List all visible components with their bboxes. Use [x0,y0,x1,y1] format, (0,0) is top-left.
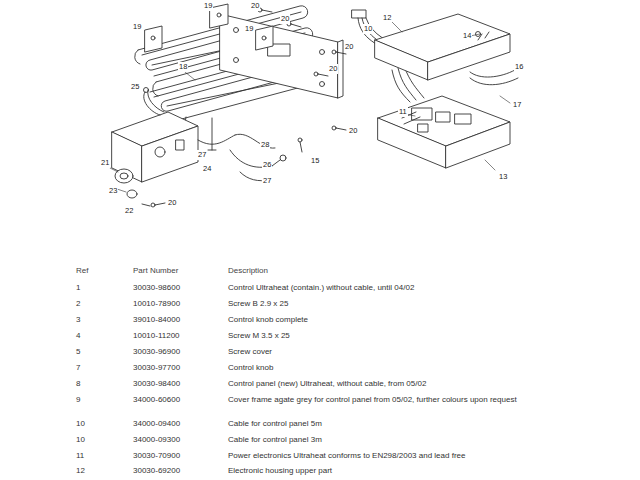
description-cell: Electronic housing upper part [228,466,568,476]
part-number-cell: 30030-97700 [133,363,180,373]
part-number-cell: 30030-98600 [133,283,180,293]
cable [144,88,287,181]
ref-cell: 2 [76,299,80,309]
description-cell: Control knob complete [228,315,568,325]
callout-number: 14 [462,31,472,41]
callout-number: 17 [512,100,522,110]
callout-number: 19 [132,22,142,32]
callout-number: 11 [398,107,408,117]
callout-number: 21 [100,158,110,168]
ref-cell: 12 [76,466,85,476]
description-cell: Control Ultraheat (contain.) without cab… [228,283,568,293]
mounting-bracket [145,4,273,52]
description-cell: Screw cover [228,347,568,357]
ref-cell: 4 [76,331,80,341]
description-cell: Cable for control panel 3m [228,435,568,445]
housing-lower [378,96,510,168]
bracket-plate [220,14,343,98]
ref-cell: 10 [76,419,85,429]
housing-upper [375,14,510,80]
callout-number: 20 [280,14,290,24]
part-number-cell: 39010-84000 [133,315,180,325]
description-cell: Cable for control panel 5m [228,419,568,429]
part-number-cell: 10010-11200 [133,331,180,341]
ref-cell: 10 [76,435,85,445]
ref-cell: 3 [76,315,80,325]
callout-number: 19 [203,1,213,11]
screw [151,8,346,207]
callout-number: 10 [363,24,373,34]
description-cell: Control panel (new) Ultraheat, without c… [228,379,568,389]
table-header: Description [228,266,568,276]
description-cell: Cover frame agate grey for control panel… [228,395,568,405]
callout-number: 19 [244,24,254,34]
part-number-cell: 34000-09300 [133,435,180,445]
callout-number: 20 [328,64,338,74]
description-cell: Screw M 3.5 x 25 [228,331,568,341]
part-number-cell: 34000-60600 [133,395,180,405]
part-number-cell: 30030-96900 [133,347,180,357]
callout-number: 13 [498,172,508,182]
cable [352,10,518,102]
callout-number: 15 [310,156,320,166]
part-number-cell: 30030-69200 [133,466,180,476]
callout-number: 26 [262,160,272,170]
part-number-cell: 30030-98400 [133,379,180,389]
ref-cell: 9 [76,395,80,405]
control-knob [115,169,150,206]
part-number-cell: 30030-70900 [133,451,180,461]
description-cell: Screw B 2.9 x 25 [228,299,568,309]
callout-number: 28 [260,140,270,150]
ref-cell: 8 [76,379,80,389]
table-header: Ref [76,266,88,276]
table-header: Part Number [133,266,178,276]
description-cell: Control knob [228,363,568,373]
callout-number: 27 [262,176,272,186]
part-number-cell: 34000-09400 [133,419,180,429]
callout-number: 20 [167,198,177,208]
callout-number: 20 [348,126,358,136]
part-number-cell: 10010-78900 [133,299,180,309]
leader-line [110,22,510,192]
ref-cell: 5 [76,347,80,357]
ref-cell: 7 [76,363,80,373]
callout-number: 24 [202,164,212,174]
callout-number: 20 [344,42,354,52]
callout-number: 16 [514,62,524,72]
callout-number: 12 [382,13,392,23]
callout-number: 22 [124,206,134,216]
description-cell: Power electronics Ultraheat conforms to … [228,451,568,461]
callout-number: 25 [130,82,140,92]
callout-number: 18 [178,62,188,72]
callout-number: 27 [197,150,207,160]
callout-number: 23 [108,186,118,196]
ref-cell: 11 [76,451,84,461]
ref-cell: 1 [76,283,80,293]
callout-number: 20 [250,1,260,11]
control-panel [112,112,198,182]
